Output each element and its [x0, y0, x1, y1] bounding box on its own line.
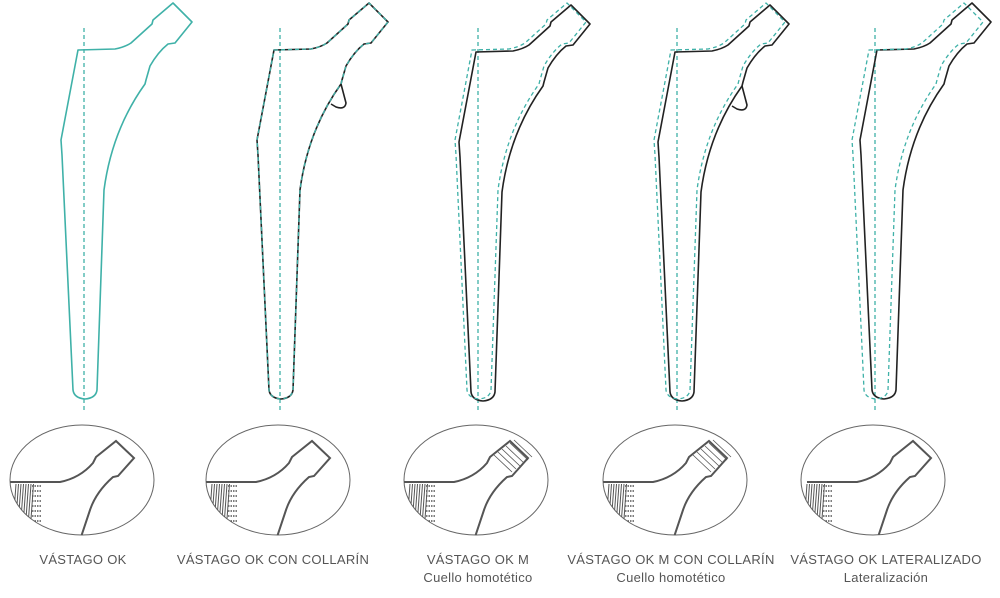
stem-title: VÁSTAGO OK M CON COLLARÍN: [567, 552, 775, 567]
stem-label-3: VÁSTAGO OK M CON COLLARÍN Cuello homotéti…: [551, 551, 791, 587]
taper-line: [509, 442, 529, 461]
stem-lateralized: [800, 2, 992, 536]
reference-stem-outline: [256, 2, 389, 400]
stem-outline: [657, 4, 790, 402]
taper-line: [700, 448, 720, 467]
stem-collar: [205, 2, 389, 536]
stem-title: VÁSTAGO OK: [39, 552, 127, 567]
taper-line: [501, 448, 521, 467]
stem-title: VÁSTAGO OK CON COLLARÍN: [176, 552, 370, 567]
detail-ellipse: [800, 424, 946, 536]
hatch-line: [604, 483, 610, 535]
stem-homothetic-collar: [602, 2, 790, 536]
neck-detail: [10, 439, 136, 535]
stem-homothetic: [403, 2, 591, 536]
reference-stem-outline: [851, 2, 984, 400]
stem-label-0: VÁSTAGO OK: [0, 551, 203, 569]
stem-label-1: VÁSTAGO OK CON COLLARÍN: [153, 551, 393, 569]
taper-line: [712, 439, 732, 458]
hatch-line: [405, 483, 411, 535]
stem-subtitle: Lateralización: [843, 570, 929, 585]
stem-subtitle: Cuello homotético: [616, 570, 726, 585]
detail-ellipse: [9, 424, 155, 536]
stem-standard: [9, 2, 193, 536]
hatch-line: [11, 483, 17, 535]
neck-detail-outline: [404, 439, 530, 535]
taper-line: [513, 439, 533, 458]
neck-detail-outline: [603, 439, 729, 535]
detail-ellipse: [602, 424, 748, 536]
hatch-line: [207, 483, 213, 535]
neck-detail-outline: [807, 439, 933, 535]
neck-detail-outline: [10, 439, 136, 535]
taper-line: [505, 445, 525, 464]
neck-detail: [603, 439, 732, 535]
stem-outline: [256, 2, 389, 400]
taper-line: [497, 451, 517, 470]
stem-subtitle: Cuello homotético: [423, 570, 533, 585]
taper-line: [692, 454, 712, 473]
neck-detail: [404, 439, 533, 535]
hatch-line: [802, 483, 808, 535]
stem-title: VÁSTAGO OK LATERALIZADO: [790, 552, 982, 567]
stem-outline: [60, 2, 193, 400]
neck-detail-outline: [206, 439, 332, 535]
stem-label-2: VÁSTAGO OK M Cuello homotético: [358, 551, 598, 587]
stem-title: VÁSTAGO OK M: [426, 552, 530, 567]
taper-line: [704, 445, 724, 464]
detail-ellipse: [205, 424, 351, 536]
stem-outline: [859, 2, 992, 400]
stem-label-4: VÁSTAGO OK LATERALIZADO Lateralización: [766, 551, 1000, 587]
taper-line: [493, 454, 513, 473]
neck-detail: [206, 439, 332, 535]
detail-ellipse: [403, 424, 549, 536]
neck-detail: [802, 439, 933, 535]
taper-line: [696, 451, 716, 470]
taper-line: [708, 442, 728, 461]
